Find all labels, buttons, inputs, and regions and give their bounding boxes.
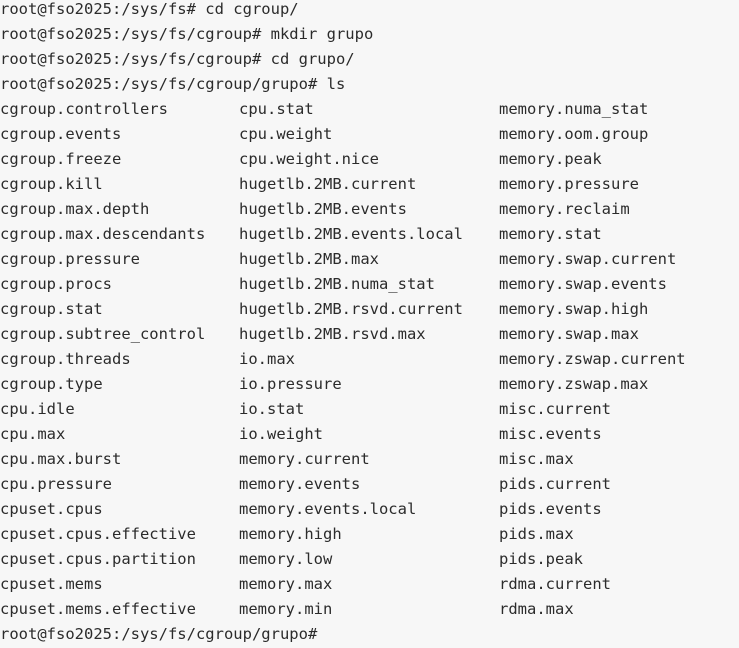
ls-row: cgroup.stat hugetlb.2MB.rsvd.current mem… [0, 297, 739, 322]
ls-row: cpuset.cpus memory.events.local pids.eve… [0, 497, 739, 522]
ls-entry: pids.peak [499, 550, 583, 568]
ls-entry: memory.swap.high [499, 300, 649, 318]
ls-entry: memory.events.local [239, 500, 417, 518]
ls-row: cpu.max io.weight misc.events [0, 422, 739, 447]
ls-entry: memory.zswap.current [499, 350, 686, 368]
ls-row: cgroup.max.descendants hugetlb.2MB.event… [0, 222, 739, 247]
ls-row: cpu.pressure memory.events pids.current [0, 472, 739, 497]
ls-entry: hugetlb.2MB.events [239, 200, 407, 218]
ls-entry: memory.high [239, 525, 342, 543]
ls-entry: io.pressure [239, 375, 342, 393]
ls-entry: memory.reclaim [499, 200, 630, 218]
ls-entry: hugetlb.2MB.max [239, 250, 379, 268]
ls-entry: memory.swap.events [499, 275, 667, 293]
ls-entry: hugetlb.2MB.events.local [239, 225, 463, 243]
command-line-3: root@fso2025:/sys/fs/cgroup# cd grupo/ [0, 50, 355, 68]
ls-row: cpuset.cpus.effective memory.high pids.m… [0, 522, 739, 547]
ls-row: cgroup.type io.pressure memory.zswap.max [0, 372, 739, 397]
ls-row: cpu.idle io.stat misc.current [0, 397, 739, 422]
ls-entry: memory.peak [499, 150, 602, 168]
ls-entry: memory.low [239, 550, 333, 568]
ls-row: cpu.max.burst memory.current misc.max [0, 447, 739, 472]
ls-entry: cgroup.stat [0, 300, 103, 318]
ls-entry: pids.current [499, 475, 611, 493]
ls-entry: cgroup.type [0, 375, 103, 393]
ls-entry: cpu.pressure [0, 475, 112, 493]
ls-entry: memory.oom.group [499, 125, 649, 143]
ls-entry: rdma.max [499, 600, 574, 618]
ls-entry: rdma.current [499, 575, 611, 593]
command-line-1: root@fso2025:/sys/fs# cd cgroup/ [0, 0, 299, 18]
ls-entry: hugetlb.2MB.numa_stat [239, 275, 435, 293]
ls-row: cpuset.mems.effective memory.min rdma.ma… [0, 597, 739, 622]
ls-entry: memory.stat [499, 225, 602, 243]
ls-row: cgroup.threads io.max memory.zswap.curre… [0, 347, 739, 372]
ls-entry: cpuset.mems [0, 575, 103, 593]
ls-entry: memory.zswap.max [499, 375, 649, 393]
ls-entry: hugetlb.2MB.rsvd.current [239, 300, 463, 318]
ls-entry: io.max [239, 350, 295, 368]
ls-entry: cpu.idle [0, 400, 75, 418]
ls-row: cpuset.mems memory.max rdma.current [0, 572, 739, 597]
ls-entry: cgroup.max.descendants [0, 225, 206, 243]
ls-row: cpuset.cpus.partition memory.low pids.pe… [0, 547, 739, 572]
ls-entry: io.stat [239, 400, 305, 418]
ls-entry: memory.min [239, 600, 333, 618]
ls-entry: cgroup.events [0, 125, 122, 143]
ls-entry: memory.numa_stat [499, 100, 649, 118]
ls-entry: cgroup.max.depth [0, 200, 150, 218]
ls-entry: hugetlb.2MB.rsvd.max [239, 325, 426, 343]
ls-entry: pids.events [499, 500, 602, 518]
ls-entry: misc.events [499, 425, 602, 443]
ls-entry: memory.swap.current [499, 250, 677, 268]
ls-entry: cpuset.mems.effective [0, 600, 196, 618]
command-line-4: root@fso2025:/sys/fs/cgroup/grupo# ls [0, 75, 346, 93]
ls-entry: cgroup.controllers [0, 100, 168, 118]
ls-entry: cpu.max [0, 425, 66, 443]
ls-entry: cgroup.freeze [0, 150, 122, 168]
ls-entry: memory.events [239, 475, 361, 493]
ls-row: cgroup.max.depth hugetlb.2MB.events memo… [0, 197, 739, 222]
ls-entry: cpu.max.burst [0, 450, 122, 468]
ls-entry: cpu.weight.nice [239, 150, 379, 168]
command-line-2: root@fso2025:/sys/fs/cgroup# mkdir grupo [0, 25, 374, 43]
ls-row: cgroup.subtree_control hugetlb.2MB.rsvd.… [0, 322, 739, 347]
ls-entry: cpuset.cpus.partition [0, 550, 196, 568]
ls-entry: memory.pressure [499, 175, 639, 193]
ls-row: cgroup.freeze cpu.weight.nice memory.pea… [0, 147, 739, 172]
ls-entry: cgroup.subtree_control [0, 325, 206, 343]
ls-entry: hugetlb.2MB.current [239, 175, 417, 193]
ls-entry: memory.swap.max [499, 325, 639, 343]
active-prompt[interactable]: root@fso2025:/sys/fs/cgroup/grupo# [0, 625, 327, 643]
ls-entry: cpu.weight [239, 125, 333, 143]
ls-output: cgroup.controllers cpu.stat memory.numa_… [0, 97, 739, 622]
ls-entry: misc.max [499, 450, 574, 468]
ls-row: cgroup.kill hugetlb.2MB.current memory.p… [0, 172, 739, 197]
ls-entry: memory.current [239, 450, 370, 468]
ls-entry: cgroup.pressure [0, 250, 140, 268]
ls-entry: cpuset.cpus [0, 500, 103, 518]
ls-entry: cgroup.procs [0, 275, 112, 293]
ls-row: cgroup.controllers cpu.stat memory.numa_… [0, 97, 739, 122]
ls-row: cgroup.events cpu.weight memory.oom.grou… [0, 122, 739, 147]
ls-entry: pids.max [499, 525, 574, 543]
ls-entry: cpuset.cpus.effective [0, 525, 196, 543]
ls-entry: misc.current [499, 400, 611, 418]
ls-entry: cgroup.kill [0, 175, 103, 193]
ls-row: cgroup.procs hugetlb.2MB.numa_stat memor… [0, 272, 739, 297]
ls-row: cgroup.pressure hugetlb.2MB.max memory.s… [0, 247, 739, 272]
ls-entry: cgroup.threads [0, 350, 131, 368]
ls-entry: memory.max [239, 575, 333, 593]
ls-entry: cpu.stat [239, 100, 314, 118]
ls-entry: io.weight [239, 425, 323, 443]
